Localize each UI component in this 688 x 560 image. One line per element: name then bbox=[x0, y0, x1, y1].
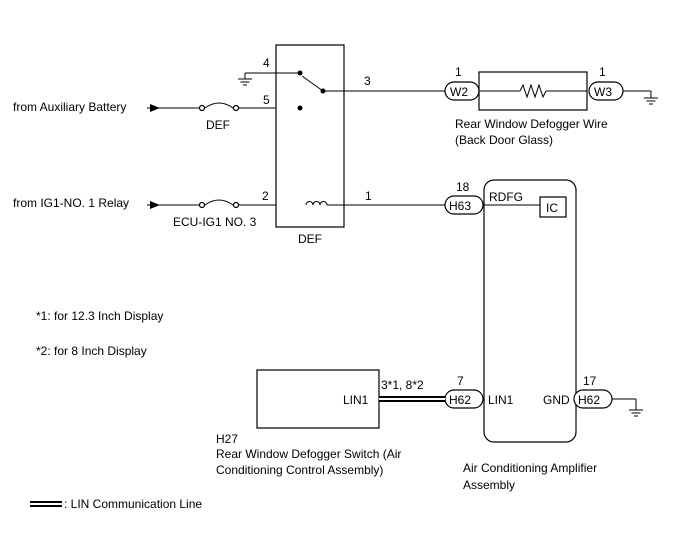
switch-pin-label: 3*1, 8*2 bbox=[381, 378, 424, 392]
note-8-inch: *2: for 8 Inch Display bbox=[36, 344, 147, 358]
defogger-ground-icon bbox=[644, 97, 658, 105]
aux-battery-circuit: from Auxiliary Battery DEF bbox=[13, 100, 300, 132]
switch-lin-label: LIN1 bbox=[343, 393, 369, 407]
ecu-ig1-fuse-label: ECU-IG1 NO. 3 bbox=[173, 215, 257, 229]
w2-connector-label: W2 bbox=[450, 85, 468, 99]
def-fuse-label: DEF bbox=[206, 118, 230, 132]
def-fuse-terminal-right bbox=[232, 104, 240, 112]
amplifier-rdfg-pin-label: 18 bbox=[456, 180, 470, 194]
ic-box bbox=[539, 196, 567, 218]
legend-lin-label: : LIN Communication Line bbox=[64, 497, 202, 511]
ic-label: IC bbox=[546, 201, 558, 215]
ac-amplifier-label-1: Air Conditioning Amplifier bbox=[463, 461, 597, 475]
amplifier-gnd-label: GND bbox=[543, 393, 570, 407]
relay-coil-icon bbox=[305, 201, 328, 206]
ig1-relay-source-label: from IG1-NO. 1 Relay bbox=[13, 196, 129, 210]
defogger-switch: LIN1 3*1, 8*2 H27 Rear Window Defogger S… bbox=[216, 369, 445, 477]
def-fuse-terminal-left bbox=[198, 104, 206, 112]
relay-pin3-label: 3 bbox=[364, 74, 371, 88]
defogger-resistor-icon bbox=[519, 83, 547, 99]
legend: : LIN Communication Line bbox=[30, 497, 202, 511]
amplifier-ground-icon bbox=[629, 409, 643, 417]
relay-pin2-label: 2 bbox=[262, 189, 269, 203]
ac-amplifier-box bbox=[483, 179, 577, 443]
switch-code-label: H27 bbox=[216, 432, 238, 446]
ecu-ig1-fuse-icon bbox=[204, 199, 234, 206]
w3-connector-label: W3 bbox=[594, 85, 612, 99]
amplifier-rdfg-label: RDFG bbox=[489, 190, 523, 204]
h63-connector-label: H63 bbox=[449, 199, 471, 213]
amplifier-gnd-pin-label: 17 bbox=[583, 374, 597, 388]
aux-battery-arrow-icon bbox=[150, 104, 160, 112]
def-relay: DEF 4 5 2 3 1 bbox=[238, 44, 445, 246]
defogger-switch-box bbox=[256, 369, 380, 429]
note-12-3-inch: *1: for 12.3 Inch Display bbox=[36, 309, 163, 323]
w2-pin-label: 1 bbox=[455, 65, 462, 79]
relay-contact-no bbox=[297, 105, 303, 111]
def-relay-label: DEF bbox=[298, 232, 322, 246]
def-relay-box bbox=[275, 44, 345, 228]
relay-pin1-label: 1 bbox=[365, 189, 372, 203]
h62-lin-connector-label: H62 bbox=[449, 393, 471, 407]
aux-battery-source-label: from Auxiliary Battery bbox=[13, 100, 126, 114]
relay-pin5-label: 5 bbox=[263, 93, 270, 107]
relay-contact-nc bbox=[297, 70, 303, 76]
amplifier-lin-pin-label: 7 bbox=[457, 374, 464, 388]
relay-pin4-label: 4 bbox=[263, 56, 270, 70]
h62-gnd-connector-label: H62 bbox=[578, 393, 600, 407]
defogger-wire-label-2: (Back Door Glass) bbox=[455, 133, 553, 147]
defogger-wire-label-1: Rear Window Defogger Wire bbox=[455, 117, 608, 131]
ac-amplifier-label-2: Assembly bbox=[463, 478, 515, 492]
defogger-switch-label-1: Rear Window Defogger Switch (Air bbox=[216, 447, 401, 461]
relay-ground-icon bbox=[238, 78, 252, 86]
ig1-arrow-icon bbox=[150, 201, 160, 209]
defogger-switch-label-2: Conditioning Control Assembly) bbox=[216, 463, 383, 477]
defogger-wire: 1 W2 1 W3 Rear Window Defogger Wire (Bac… bbox=[444, 65, 658, 147]
amplifier-lin-label: LIN1 bbox=[488, 393, 514, 407]
w3-pin-label: 1 bbox=[599, 65, 606, 79]
ecu-ig1-fuse-terminal-left bbox=[198, 201, 206, 209]
def-fuse-icon bbox=[204, 102, 234, 109]
relay-switch-arm bbox=[301, 75, 324, 92]
ac-amplifier: 18 H63 RDFG IC 7 H62 LIN1 GND 17 H62 Air… bbox=[444, 179, 643, 492]
ecu-ig1-fuse-terminal-right bbox=[232, 201, 240, 209]
